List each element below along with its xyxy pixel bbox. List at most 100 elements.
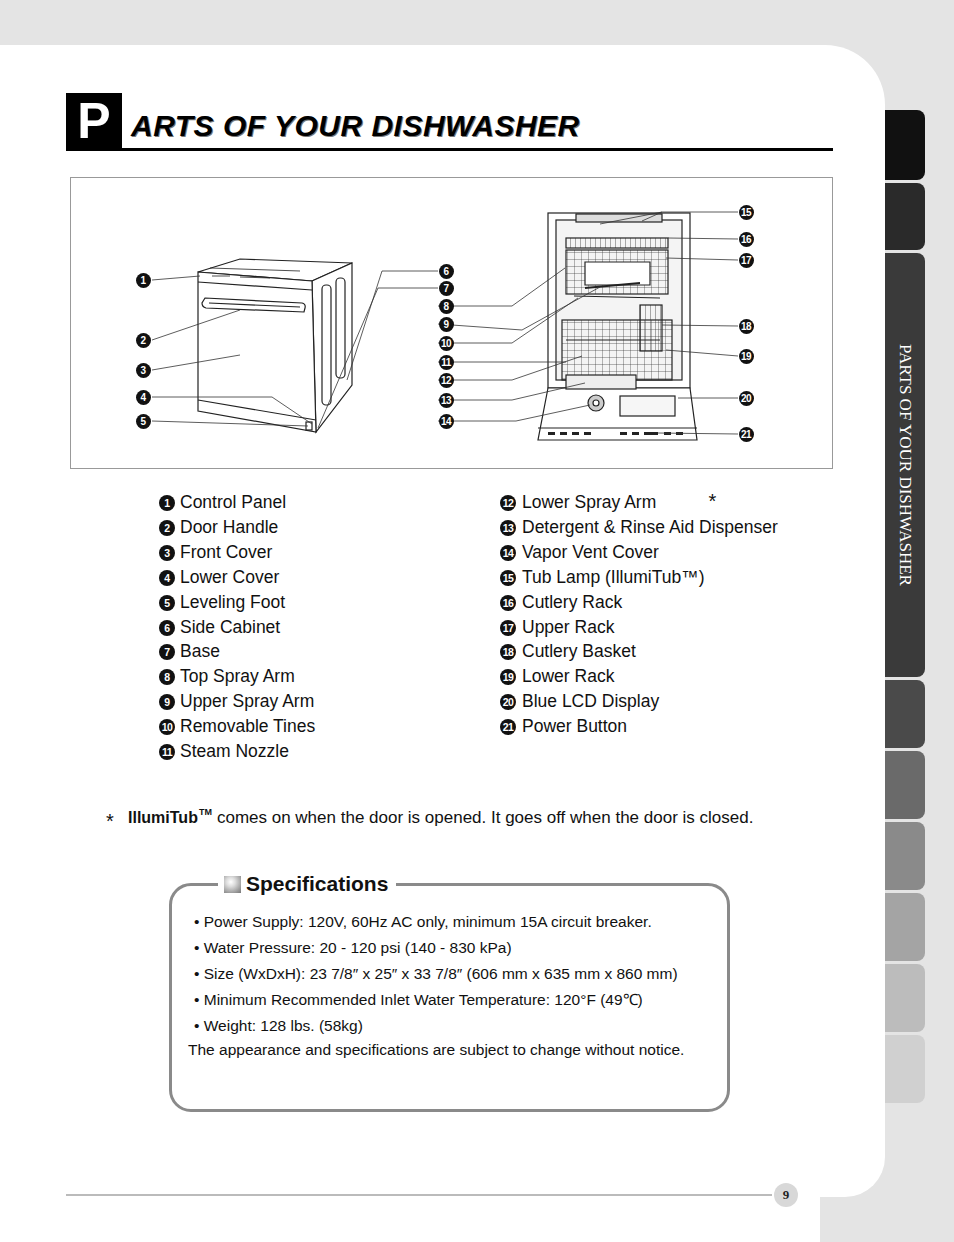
- list-number: 14: [500, 545, 516, 561]
- callout-number: 5: [136, 414, 151, 429]
- list-number: 11: [159, 744, 175, 760]
- callout-number: 14: [439, 414, 454, 429]
- section-tab: [885, 964, 925, 1032]
- section-tab: [885, 110, 925, 180]
- closed-dishwasher: [198, 259, 352, 432]
- open-dishwasher: [548, 432, 683, 435]
- part-name: Lower Spray Arm: [522, 491, 656, 513]
- open-dishwasher: [574, 296, 660, 298]
- list-number: 17: [500, 620, 516, 636]
- page-number: 9: [774, 1183, 798, 1207]
- leader-lines: [152, 397, 312, 424]
- open-dishwasher: [640, 305, 662, 351]
- leader-lines: [438, 362, 566, 363]
- open-dishwasher: [566, 339, 660, 340]
- open-dishwasher: [538, 388, 697, 440]
- list-number: 16: [500, 595, 516, 611]
- leader-lines: [438, 298, 578, 343]
- list-number: 15: [500, 570, 516, 586]
- section-tab: [885, 680, 925, 748]
- footnote-mark: *: [709, 490, 717, 513]
- callout-number: 18: [739, 319, 754, 334]
- callout-number: 1: [136, 273, 151, 288]
- brand-name: IllumiTub: [128, 809, 198, 827]
- open-dishwasher: [548, 213, 690, 388]
- spec-box: Specifications• Power Supply: 120V, 60Hz…: [169, 883, 730, 1112]
- callout-number: 10: [439, 336, 454, 351]
- open-dishwasher: [585, 262, 650, 285]
- section-tab: [885, 183, 925, 250]
- closed-dishwasher: [322, 285, 331, 405]
- leader-lines: [668, 238, 738, 239]
- title-letter-box: P: [66, 93, 122, 149]
- spec-note: The appearance and specifications are su…: [188, 1041, 713, 1059]
- open-dishwasher: [572, 432, 579, 435]
- closed-dishwasher: [210, 268, 300, 278]
- leader-lines: [152, 310, 240, 340]
- open-dishwasher: [566, 238, 668, 248]
- leader-lines: [658, 433, 738, 434]
- spec-heading: Specifications: [218, 871, 396, 897]
- part-name: Base: [180, 640, 220, 662]
- part-name: Blue LCD Display: [522, 690, 659, 712]
- footnote-mark: *: [106, 810, 114, 833]
- callout-number: 21: [739, 427, 754, 442]
- leader-lines: [678, 398, 738, 399]
- list-number: 6: [159, 620, 175, 636]
- section-tab: [885, 893, 925, 961]
- part-name: Power Button: [522, 715, 627, 737]
- list-number: 1: [159, 495, 175, 511]
- closed-dishwasher: [202, 298, 305, 312]
- open-dishwasher: [632, 432, 639, 435]
- leader-lines: [438, 405, 590, 421]
- closed-dishwasher: [209, 303, 300, 307]
- list-number: 12: [500, 495, 516, 511]
- callout-number: 20: [739, 391, 754, 406]
- open-dishwasher: [588, 395, 604, 411]
- open-dishwasher: [566, 375, 636, 389]
- closed-dishwasher: [336, 278, 345, 378]
- callout-number: 12: [439, 373, 454, 388]
- open-dishwasher: [538, 427, 697, 428]
- part-name: Upper Rack: [522, 616, 614, 638]
- part-name: Cutlery Basket: [522, 640, 636, 662]
- spec-item: • Size (WxDxH): 23 7/8″ x 25″ x 33 7/8″ …: [188, 964, 713, 984]
- callout-number: 2: [136, 333, 151, 348]
- leader-lines: [152, 276, 200, 280]
- callout-number: 17: [739, 253, 754, 268]
- part-name: Front Cover: [180, 541, 272, 563]
- section-tab: [885, 1035, 925, 1103]
- part-name: Door Handle: [180, 516, 278, 538]
- footer-rule: [66, 1194, 772, 1196]
- spec-item: • Minimum Recommended Inlet Water Temper…: [188, 987, 713, 1013]
- callout-number: 15: [739, 205, 754, 220]
- closed-dishwasher: [198, 272, 316, 432]
- open-dishwasher: [566, 250, 668, 294]
- callout-number: 16: [739, 232, 754, 247]
- callout-number: 4: [136, 390, 151, 405]
- list-number: 5: [159, 595, 175, 611]
- part-name: Lower Rack: [522, 665, 614, 687]
- spec-item: • Weight: 128 lbs. (58kg): [188, 1013, 713, 1039]
- node-text: PARTS OF YOUR DISHWASHER: [895, 344, 915, 586]
- callout-number: 3: [136, 363, 151, 378]
- part-name: Detergent & Rinse Aid Dispenser: [522, 516, 778, 538]
- part-name: Cutlery Rack: [522, 591, 622, 613]
- callout-number: 19: [739, 349, 754, 364]
- callout-number: 13: [439, 393, 454, 408]
- leader-lines: [438, 268, 565, 306]
- leader-lines: [152, 355, 240, 370]
- leader-lines: [438, 356, 582, 380]
- part-name: Side Cabinet: [180, 616, 280, 638]
- closed-dishwasher: [198, 282, 312, 290]
- part-name: Top Spray Arm: [180, 665, 295, 687]
- section-tab: [885, 751, 925, 819]
- part-name: Lower Cover: [180, 566, 279, 588]
- list-number: 4: [159, 570, 175, 586]
- footer-rule: [66, 1194, 772, 1196]
- part-name: Leveling Foot: [180, 591, 285, 613]
- list-number: 10: [159, 719, 175, 735]
- list-number: 3: [159, 545, 175, 561]
- leader-lines: [347, 271, 438, 380]
